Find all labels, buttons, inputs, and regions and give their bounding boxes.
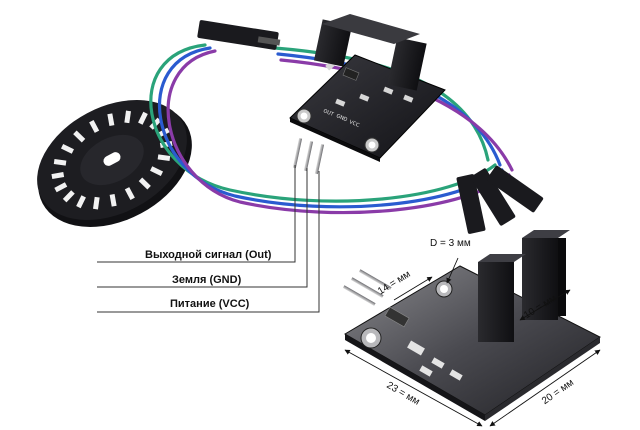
disk-slot xyxy=(138,177,151,190)
pcb-pin-gnd: GND xyxy=(335,113,348,123)
disk-slot xyxy=(76,195,86,209)
disk-slot xyxy=(89,119,100,133)
sensor-module-top: OUT GND VCC xyxy=(289,14,446,162)
disk-slot xyxy=(73,130,86,143)
disk-slot xyxy=(62,190,75,203)
header-pins-top xyxy=(292,138,325,175)
disk-slot xyxy=(60,143,74,154)
label-out: Выходной сигнал (Out) xyxy=(145,249,272,261)
dupont-connectors-top xyxy=(197,20,281,50)
encoder-disk xyxy=(37,99,192,227)
disk-slot xyxy=(109,193,117,207)
disk-slot xyxy=(124,110,131,124)
pcb-pin-vcc: VCC xyxy=(348,119,360,129)
dimension-lines xyxy=(344,257,601,427)
disk-slot xyxy=(138,111,148,125)
pcb-pin-out: OUT xyxy=(322,108,335,118)
disk-slot xyxy=(124,187,135,201)
disk-slot xyxy=(107,113,115,127)
disk-slot xyxy=(150,166,164,177)
disk-slot xyxy=(54,182,68,193)
disk-slot xyxy=(157,154,171,162)
label-vcc: Питание (VCC) xyxy=(170,298,250,310)
disk-slot xyxy=(93,196,100,210)
dupont-connectors-right xyxy=(456,165,544,234)
label-gnd: Земля (GND) xyxy=(172,274,242,286)
pin-leader-lines xyxy=(97,165,320,313)
disk-slot xyxy=(53,158,67,166)
disk-slot xyxy=(51,172,65,180)
dimension-hole-diameter: D = 3 мм xyxy=(430,238,471,249)
